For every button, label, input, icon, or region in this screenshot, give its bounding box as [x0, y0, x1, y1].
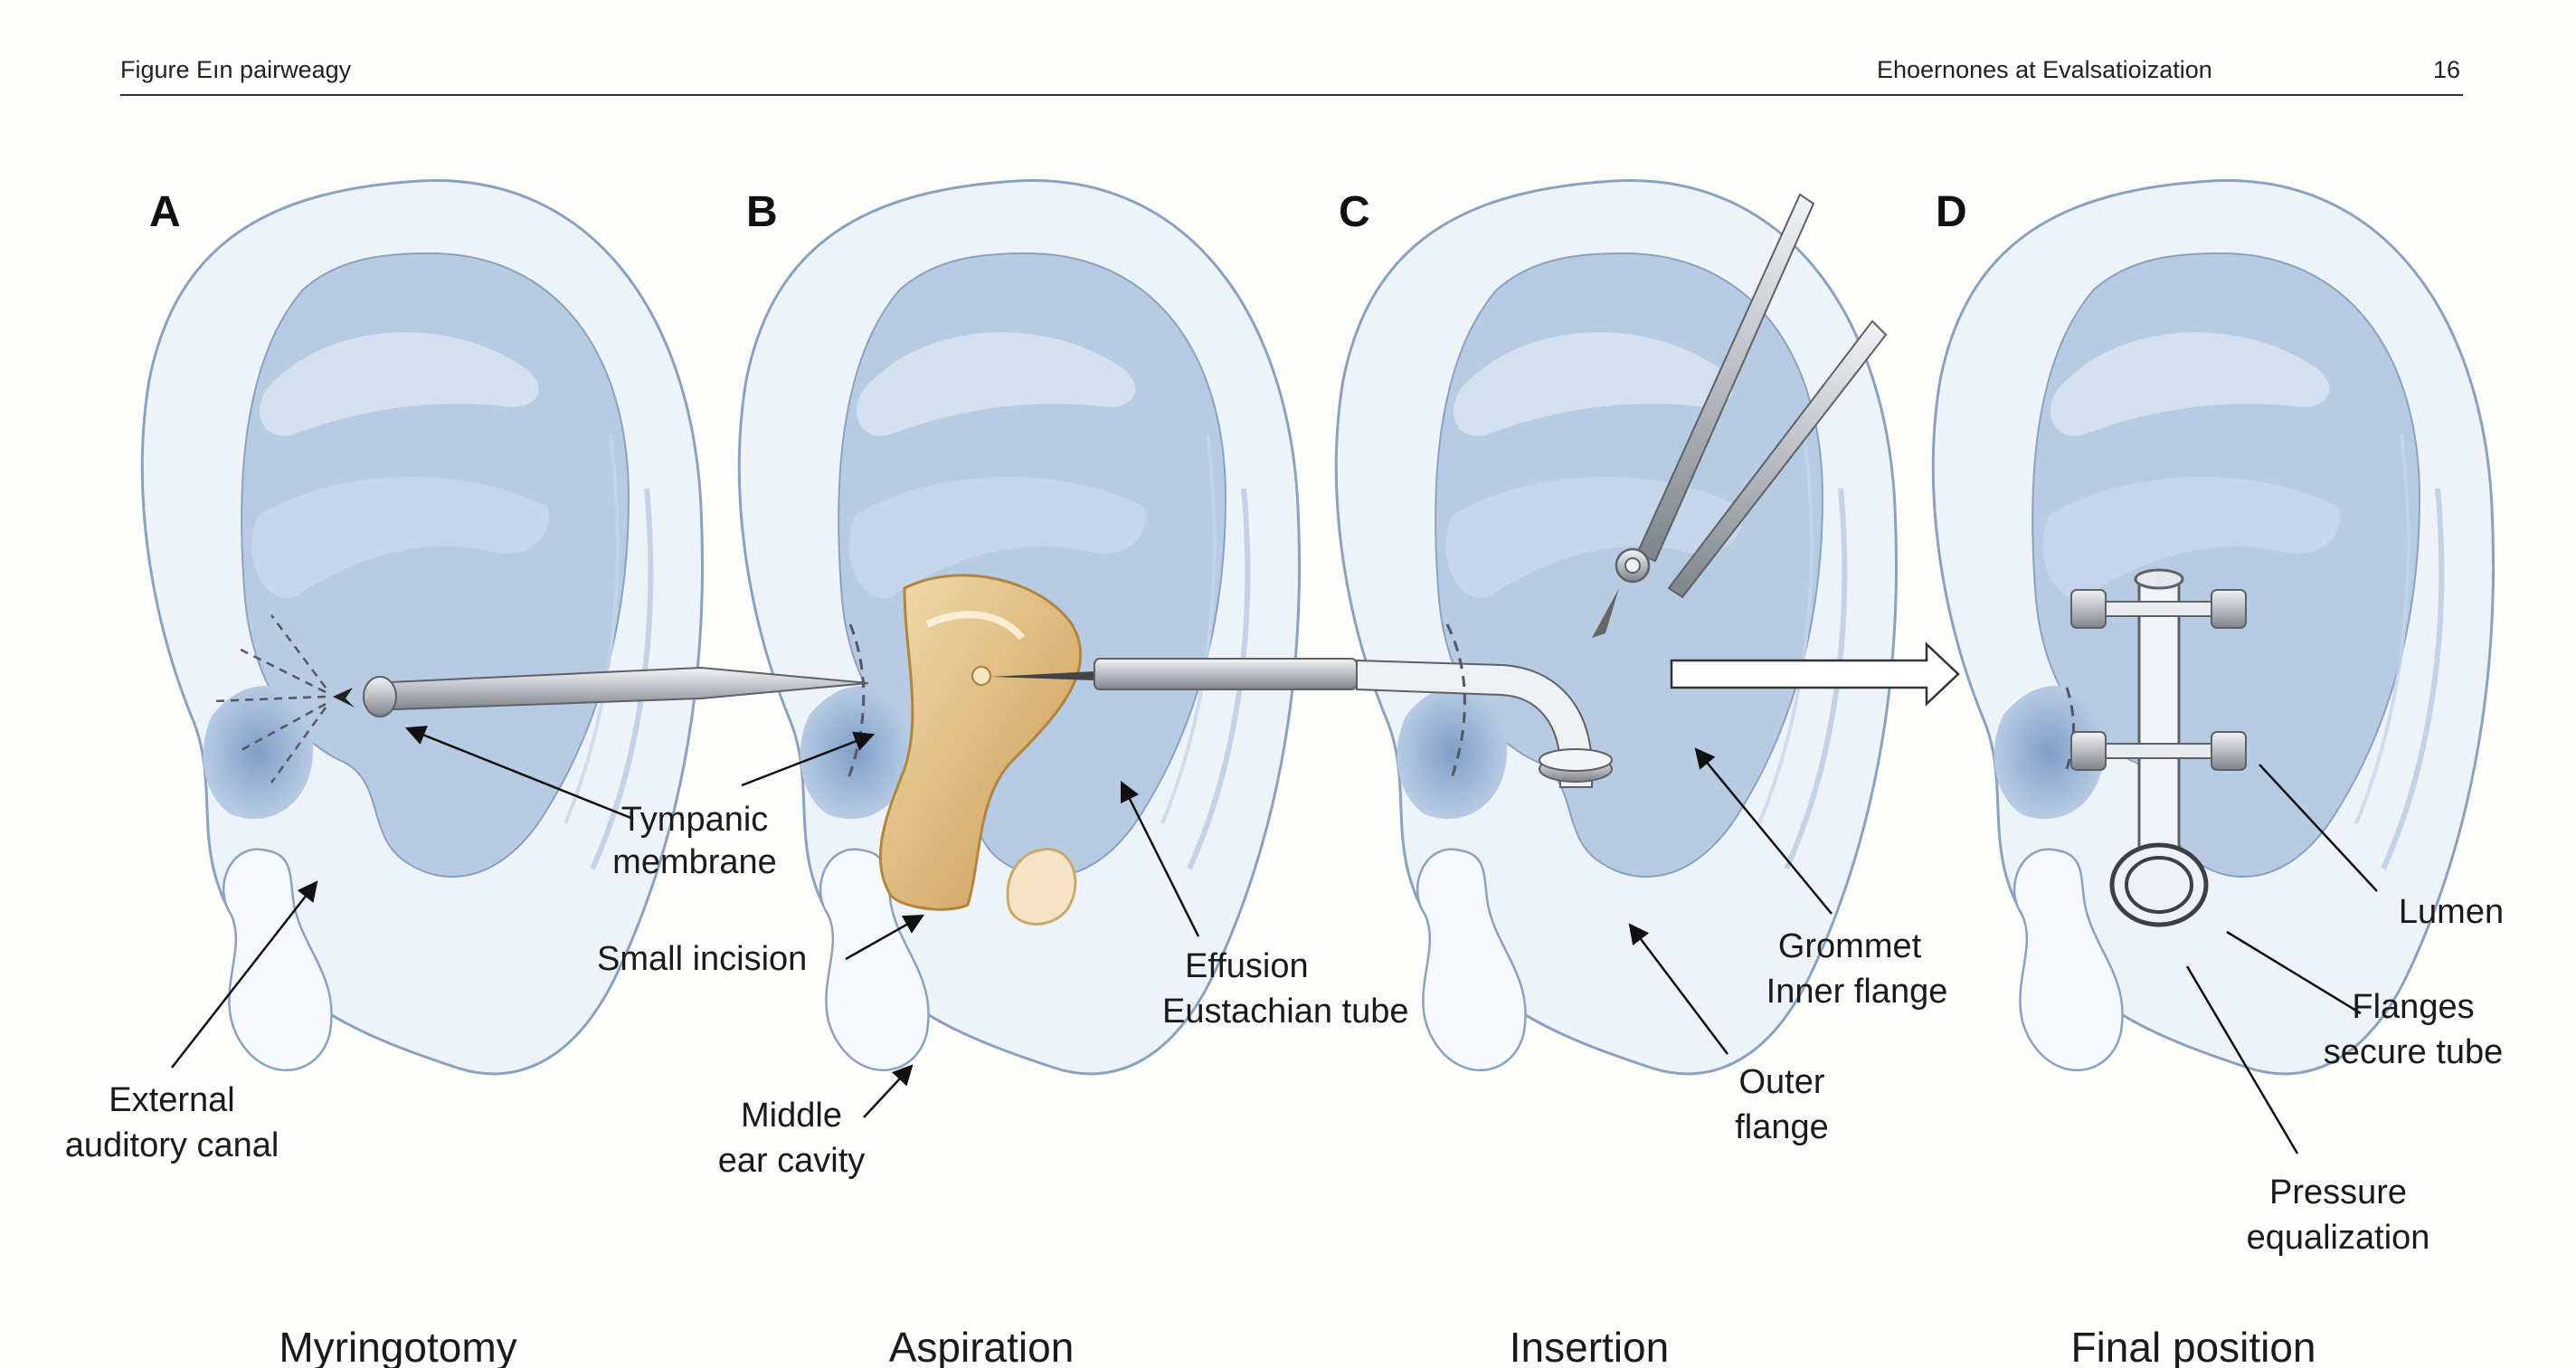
effusion-fluid: [878, 574, 1083, 926]
label-effusion: Effusion: [1185, 947, 1309, 985]
leader-arrows: [171, 726, 2378, 1154]
membrane-dash-d: [2065, 687, 2075, 770]
caption-final-position: Final position: [2070, 1324, 2316, 1368]
membrane-dash-c: [1445, 623, 1466, 779]
grommet-tube: [2070, 568, 2247, 927]
label-external-line2: auditory canal: [65, 1126, 279, 1164]
label-outer-line1: Outer: [1738, 1063, 1824, 1101]
label-grommet: Grommet: [1778, 927, 1922, 965]
insertion-forceps: [1592, 193, 1888, 638]
header-rule: [120, 94, 2463, 96]
myringotomy-knife: [333, 666, 869, 717]
membrane-dash-b: [847, 623, 866, 779]
label-lumen: Lumen: [2399, 893, 2504, 931]
label-eustachian-tube: Eustachian tube: [1162, 993, 1409, 1031]
header-section-title: Ehoernones at Evalsatioization: [1877, 56, 2212, 83]
label-tympanic-line1: Tympanic: [621, 801, 769, 839]
panel-letter-a: A: [149, 188, 181, 236]
aspiration-suction-tube: [990, 658, 1613, 788]
panel-letter-d: D: [1936, 188, 1967, 236]
page-number: 16: [2433, 56, 2461, 83]
label-flanges-line1: Flanges: [2352, 988, 2474, 1026]
header-figure-title: Figure Eın pairweagy: [120, 56, 352, 83]
label-small-incision: Small incision: [597, 940, 807, 978]
label-pressure-line2: equalization: [2247, 1219, 2430, 1257]
label-external-line1: External: [109, 1081, 234, 1119]
label-inner-flange: Inner flange: [1766, 973, 1948, 1011]
label-flanges-line2: secure tube: [2324, 1033, 2504, 1071]
direction-arrow: [1670, 641, 1960, 707]
incision-burst-lines: [212, 614, 327, 784]
label-pressure-line1: Pressure: [2269, 1173, 2407, 1211]
caption-insertion: Insertion: [1510, 1324, 1669, 1368]
label-middle-line2: ear cavity: [718, 1142, 866, 1180]
label-outer-line2: flange: [1735, 1108, 1829, 1146]
caption-myringotomy: Myringotomy: [279, 1324, 516, 1368]
panel-letter-b: B: [746, 188, 778, 236]
label-middle-line1: Middle: [741, 1097, 842, 1135]
caption-aspiration: Aspiration: [889, 1324, 1075, 1368]
label-tympanic-line2: membrane: [612, 843, 777, 881]
panel-letter-c: C: [1339, 188, 1370, 236]
